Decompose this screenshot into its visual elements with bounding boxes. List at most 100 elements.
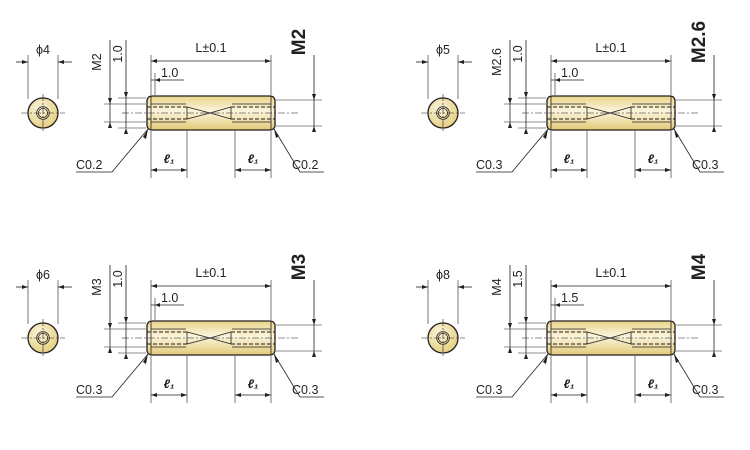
chamfer-left-leader bbox=[476, 353, 549, 398]
ell-right-arrow-a bbox=[235, 168, 241, 172]
ell-left-arrow-a bbox=[151, 168, 157, 172]
chamfer-left-arrow bbox=[143, 354, 148, 364]
offset-label: 1.5 bbox=[561, 291, 578, 305]
chamfer-callouts: C0.2 C0.2 bbox=[76, 128, 324, 173]
length-arrow-right bbox=[265, 59, 271, 63]
depth-arrow-top bbox=[524, 317, 528, 323]
offset-label: 1.0 bbox=[161, 291, 178, 305]
depth-arrow-top bbox=[124, 92, 128, 98]
side-view bbox=[122, 95, 300, 131]
thread-arrow-bottom bbox=[508, 122, 512, 128]
length-arrow-right bbox=[665, 59, 671, 63]
chamfer-callouts: C0.3 C0.3 bbox=[476, 353, 724, 398]
length-dimension: L±0.1 bbox=[550, 266, 672, 320]
length-label: L±0.1 bbox=[595, 41, 626, 55]
length-arrow-right bbox=[265, 284, 271, 288]
left-vertical-dimensions: M3 1.0 bbox=[90, 265, 146, 359]
diameter-arrow-right bbox=[458, 285, 464, 289]
thread-arrow-bottom bbox=[508, 347, 512, 353]
offset-arrow bbox=[155, 78, 160, 82]
right-thread-dimension: M4 bbox=[676, 253, 722, 357]
ell-right-label: ℓ₁ bbox=[648, 377, 659, 391]
chamfer-right-arrow bbox=[274, 129, 279, 138]
chamfer-right-leader bbox=[673, 353, 724, 398]
thread-small-label: M2.6 bbox=[490, 48, 504, 76]
depth-arrow-top bbox=[524, 92, 528, 98]
thread-length-dimensions: ℓ₁ ℓ₁ bbox=[150, 131, 272, 178]
variant-m4: ϕ8 bbox=[416, 253, 724, 403]
depth-label: 1.0 bbox=[111, 270, 125, 287]
thread-length-dimensions: ℓ₁ ℓ₁ bbox=[150, 356, 272, 403]
chamfer-right-label: C0.3 bbox=[692, 383, 718, 397]
ell-left-arrow-b bbox=[581, 168, 587, 172]
thread-arrow-top bbox=[108, 98, 112, 104]
offset-arrow bbox=[155, 303, 160, 307]
thread-large-arrow-bottom bbox=[712, 351, 716, 357]
thread-large-arrow-bottom bbox=[312, 126, 316, 132]
chamfer-right-leader bbox=[273, 128, 324, 173]
offset-label: 1.0 bbox=[561, 66, 578, 80]
ell-right-arrow-b bbox=[665, 168, 671, 172]
thread-large-label: M3 bbox=[289, 254, 310, 280]
ell-left-arrow-b bbox=[181, 393, 187, 397]
offset-dimension: 1.5 bbox=[551, 291, 584, 320]
chamfer-left-arrow bbox=[543, 129, 548, 139]
chamfer-right-leader bbox=[673, 128, 724, 173]
end-view: ϕ8 bbox=[416, 268, 472, 357]
diameter-label: ϕ8 bbox=[436, 268, 450, 282]
chamfer-right-label: C0.3 bbox=[292, 383, 318, 397]
thread-arrow-top bbox=[508, 98, 512, 104]
chamfer-right-arrow bbox=[674, 354, 679, 363]
left-vertical-dimensions: M2.6 1.0 bbox=[490, 40, 546, 134]
depth-arrow-bottom bbox=[524, 353, 528, 359]
length-arrow-left bbox=[151, 59, 157, 63]
spacer-variant-3: ϕ6 bbox=[16, 254, 324, 403]
offset-arrow bbox=[555, 78, 560, 82]
variant-m2: ϕ4 bbox=[16, 29, 324, 178]
length-arrow-left bbox=[551, 284, 557, 288]
depth-label: 1.5 bbox=[511, 270, 525, 287]
thread-large-label: M4 bbox=[689, 253, 710, 280]
ell-left-arrow-b bbox=[181, 168, 187, 172]
thread-length-dimensions: ℓ₁ ℓ₁ bbox=[550, 356, 672, 403]
side-view bbox=[522, 320, 700, 356]
ell-left-arrow-a bbox=[551, 168, 557, 172]
thread-large-arrow-top bbox=[712, 94, 716, 100]
ell-left-label: ℓ₁ bbox=[164, 377, 175, 391]
right-thread-dimension: M2.6 bbox=[676, 21, 722, 132]
diameter-label: ϕ6 bbox=[36, 268, 50, 282]
ell-left-arrow-b bbox=[581, 393, 587, 397]
end-view: ϕ5 bbox=[416, 43, 472, 132]
chamfer-left-arrow bbox=[143, 129, 148, 139]
diameter-arrow-right bbox=[58, 60, 64, 64]
ell-right-arrow-b bbox=[665, 393, 671, 397]
depth-arrow-bottom bbox=[124, 128, 128, 134]
depth-label: 1.0 bbox=[511, 45, 525, 62]
variant-m3: ϕ6 bbox=[16, 254, 324, 403]
side-view bbox=[522, 95, 700, 131]
diameter-arrow-left bbox=[422, 60, 428, 64]
thread-arrow-bottom bbox=[108, 347, 112, 353]
ell-left-arrow-a bbox=[551, 393, 557, 397]
thread-large-arrow-top bbox=[712, 319, 716, 325]
ell-left-label: ℓ₁ bbox=[564, 377, 575, 391]
length-label: L±0.1 bbox=[195, 266, 226, 280]
depth-label: 1.0 bbox=[111, 45, 125, 62]
ell-right-arrow-a bbox=[635, 393, 641, 397]
chamfer-callouts: C0.3 C0.3 bbox=[476, 128, 724, 173]
thread-large-arrow-bottom bbox=[712, 126, 716, 132]
chamfer-left-arrow bbox=[543, 354, 548, 364]
chamfer-right-arrow bbox=[274, 354, 279, 363]
ell-right-arrow-b bbox=[265, 168, 271, 172]
ell-left-arrow-a bbox=[151, 393, 157, 397]
chamfer-callouts: C0.3 C0.3 bbox=[76, 353, 324, 398]
ell-right-label: ℓ₁ bbox=[648, 152, 659, 166]
thread-large-arrow-top bbox=[312, 319, 316, 325]
diameter-label: ϕ4 bbox=[36, 43, 50, 57]
chamfer-left-label: C0.3 bbox=[476, 383, 502, 397]
diameter-label: ϕ5 bbox=[436, 43, 450, 57]
chamfer-left-leader bbox=[476, 128, 549, 173]
left-vertical-dimensions: M2 1.0 bbox=[90, 40, 146, 134]
offset-arrow bbox=[555, 303, 560, 307]
